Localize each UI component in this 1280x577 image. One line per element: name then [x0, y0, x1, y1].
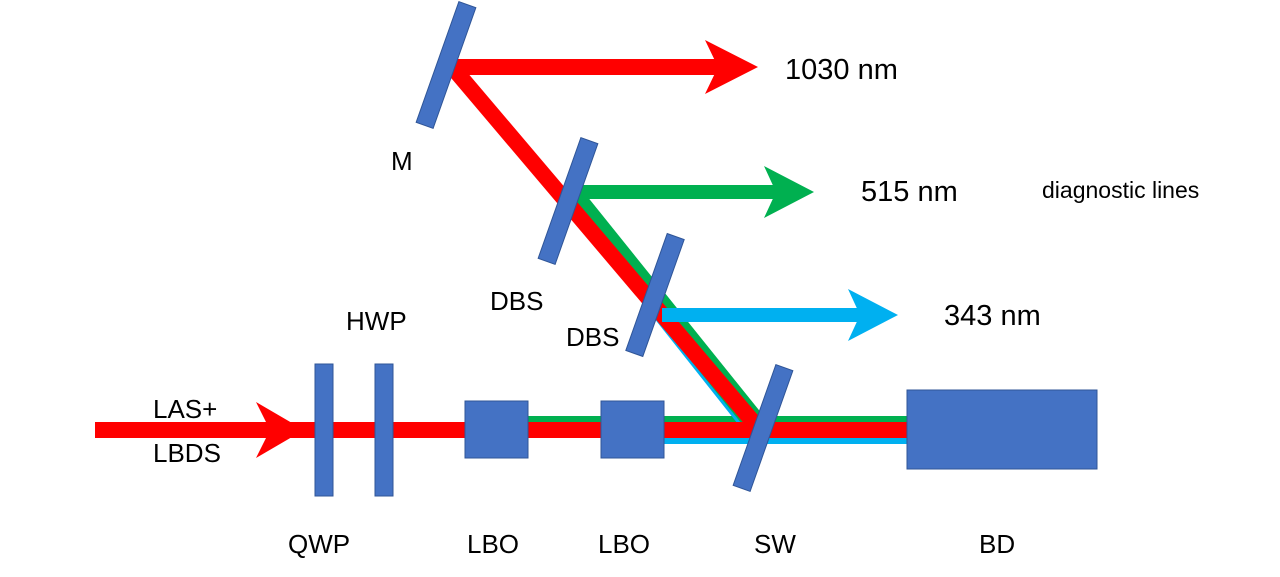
input-arrowhead — [256, 402, 304, 458]
output-label-515: 515 nm — [861, 176, 958, 208]
dbs-label-2: DBS — [566, 322, 619, 352]
input-label-line-1: LAS+ — [153, 394, 217, 424]
lbo-crystal-2 — [600, 400, 665, 459]
input-label-line-2: LBDS — [153, 438, 221, 468]
diagnostic-lines-label: diagnostic lines — [1042, 177, 1199, 203]
hwp-label: HWP — [346, 306, 407, 336]
output-label-1030: 1030 nm — [785, 54, 898, 86]
lbo-label-1: LBO — [467, 529, 519, 559]
mirror-label: M — [391, 146, 413, 176]
output-label-343: 343 nm — [944, 300, 1041, 332]
output-arrowhead-515 — [764, 166, 814, 218]
sw-label: SW — [754, 529, 796, 559]
half-wave-plate — [374, 363, 394, 497]
quarter-wave-plate — [314, 363, 334, 497]
dichroic-beamsplitter-2 — [625, 232, 685, 358]
lbo-label-2: LBO — [598, 529, 650, 559]
lbo-crystal-1 — [464, 400, 529, 459]
qwp-label: QWP — [288, 529, 350, 559]
red-beam-diagonal — [441, 56, 767, 436]
dbs-label-1: DBS — [490, 286, 543, 316]
switch-mirror-sw — [732, 364, 794, 492]
bd-label: BD — [979, 529, 1015, 559]
mirror-m — [415, 1, 477, 129]
dichroic-beamsplitter-1 — [537, 137, 599, 265]
output-arrowhead-343 — [848, 289, 898, 341]
output-arrowhead-1030 — [705, 40, 758, 94]
beam-dump — [906, 389, 1098, 470]
